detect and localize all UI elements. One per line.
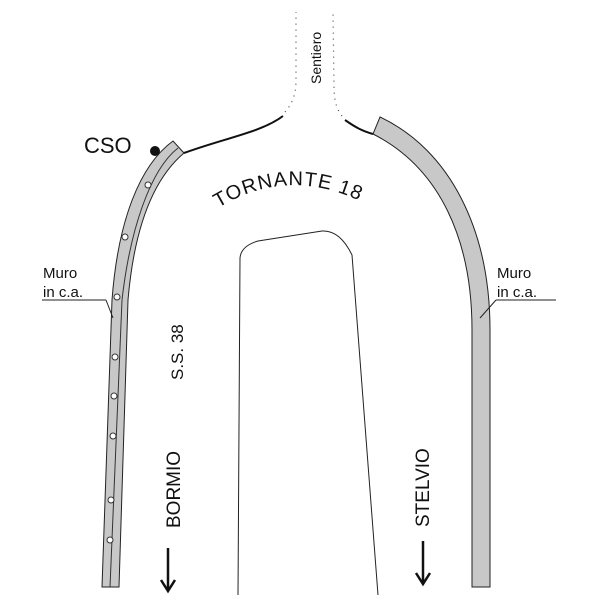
- bend-label-text: TORNANTE 18: [210, 168, 366, 212]
- wall-left-leader: [105, 299, 114, 319]
- left-wall-inner-line: [109, 147, 179, 588]
- wall-right-label-2: in c.a.: [497, 284, 537, 301]
- path-label: Sentiero: [308, 32, 324, 84]
- bend-label: TORNANTE 18: [210, 168, 367, 212]
- cso-point: [150, 146, 160, 156]
- inner-island: [237, 230, 379, 596]
- anchor-point: [110, 392, 118, 400]
- direction-left-label: BORMIO: [164, 451, 185, 528]
- road-edge-left: [183, 115, 284, 154]
- anchor-point: [113, 293, 121, 301]
- arrow-down-left-icon: [159, 548, 177, 594]
- road-edge-right: [344, 119, 374, 135]
- direction-right-label: STELVIO: [413, 448, 434, 527]
- wall-right-leader: [479, 299, 497, 319]
- anchor-point: [144, 181, 152, 189]
- arrow-down-right-icon: [414, 541, 432, 587]
- path-edge-left: [284, 12, 297, 113]
- wall-anchor-points: [106, 181, 152, 544]
- anchor-point: [107, 496, 115, 504]
- wall-left-label-1: Muro: [43, 265, 77, 282]
- road-label: S.S. 38: [168, 324, 187, 380]
- anchor-point: [106, 536, 114, 544]
- anchor-point: [109, 432, 117, 440]
- cso-label: CSO: [84, 133, 132, 158]
- wall-right-label-1: Muro: [497, 265, 531, 282]
- path-edge-right: [332, 11, 343, 117]
- wall-left-label-2: in c.a.: [43, 284, 83, 301]
- right-wall: [372, 116, 491, 588]
- anchor-point: [111, 353, 119, 361]
- anchor-point: [121, 233, 129, 241]
